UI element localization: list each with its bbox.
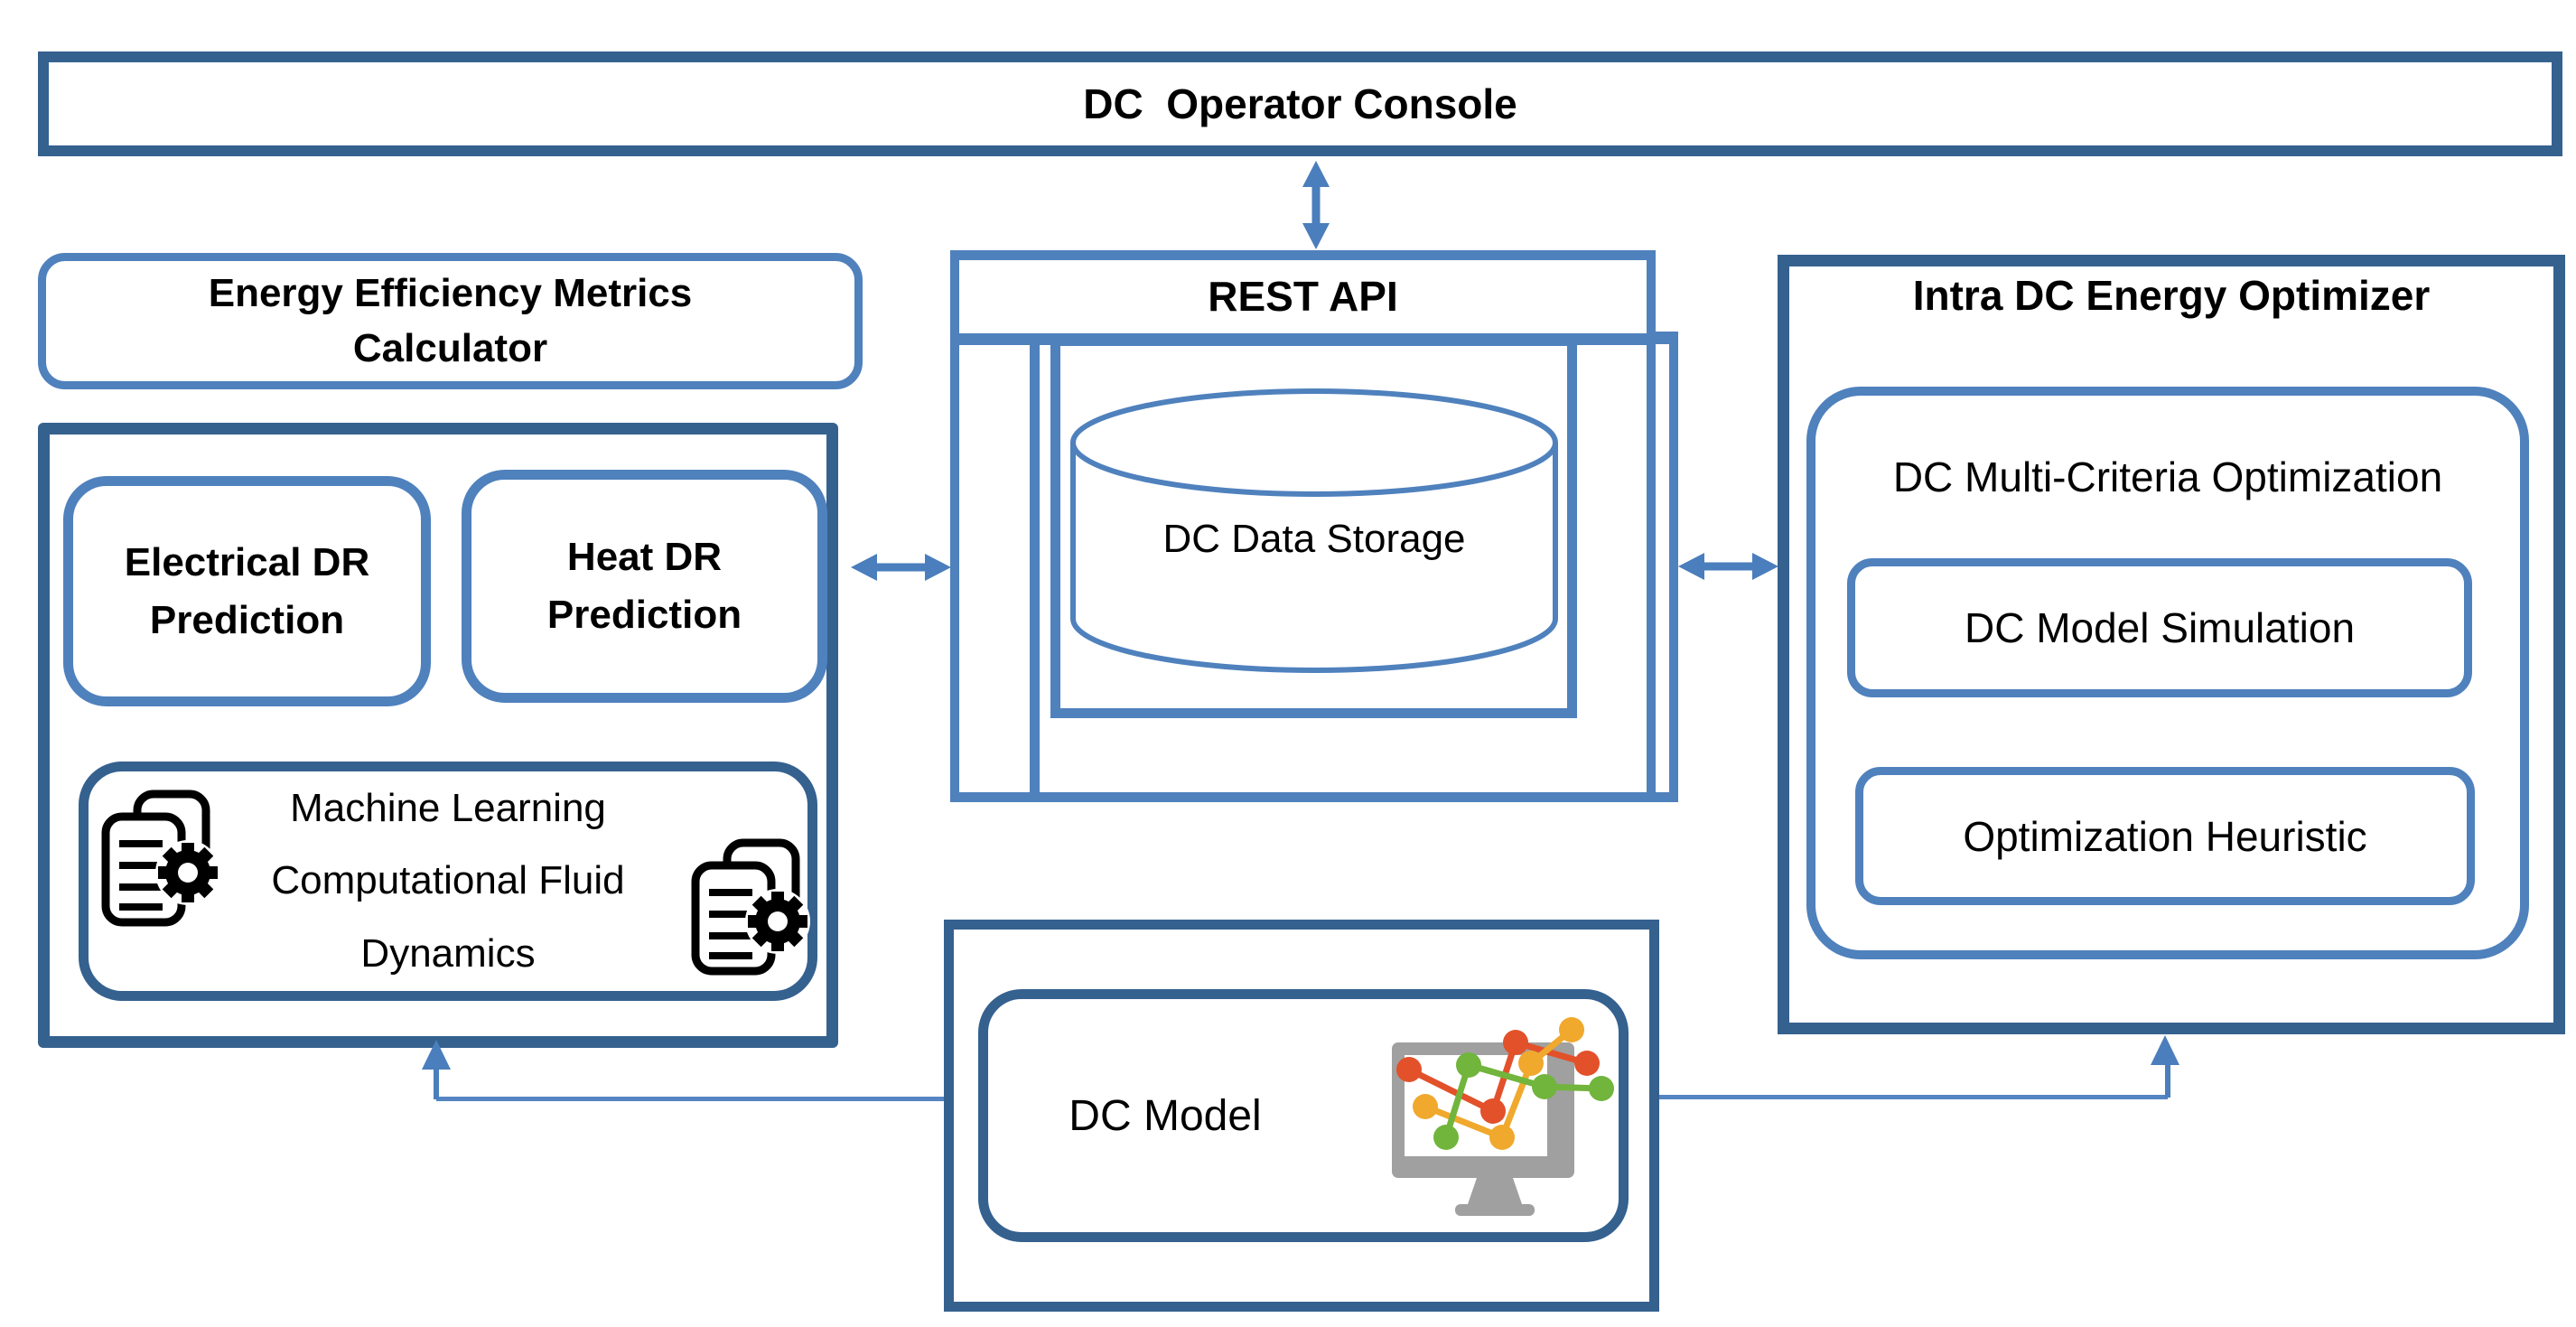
- ml-cfd-line2: Computational Fluid: [271, 858, 625, 903]
- intra-dc-energy-optimizer-title: Intra DC Energy Optimizer: [1912, 272, 2431, 319]
- bidirectional-arrow-eemc-rest: [851, 554, 951, 581]
- dc-multi-criteria-optimization-box: [1806, 387, 2529, 959]
- optimization-heuristic-box: Optimization Heuristic: [1855, 767, 2475, 905]
- connector-dcmodel-to-eemc-vertical: [434, 1069, 439, 1099]
- dc-multi-criteria-optimization-label: DC Multi-Criteria Optimization: [1892, 453, 2443, 500]
- bidirectional-arrow-rest-optimizer: [1678, 553, 1778, 580]
- dc-operator-console-box: DC Operator Console: [38, 51, 2562, 156]
- dc-model-outer-box: [944, 920, 1659, 1312]
- rest-api-frame-step: [1656, 332, 1669, 344]
- heat-dr-prediction-box: Heat DR Prediction: [462, 470, 827, 703]
- energy-efficiency-metrics-calculator-box: Energy Efficiency Metrics Calculator: [38, 253, 863, 389]
- dc-model-box: [978, 989, 1629, 1242]
- ml-cfd-line1: Machine Learning: [290, 786, 606, 831]
- rest-api-frame-right-outer: [1669, 332, 1678, 802]
- connector-dcmodel-to-optimizer-vertical: [2165, 1064, 2170, 1098]
- document-gear-icon: [101, 790, 220, 927]
- connector-dcmodel-to-optimizer-horizontal: [1659, 1095, 2168, 1099]
- dc-model-label: DC Model: [1069, 1091, 1262, 1140]
- dc-model-simulation-box: DC Model Simulation: [1847, 558, 2472, 697]
- electrical-dr-prediction-box: Electrical DR Prediction: [63, 476, 431, 706]
- bidirectional-arrow-console-rest: [1302, 161, 1330, 249]
- rest-api-frame-bottom: [950, 792, 1678, 802]
- database-cylinder-icon: [1070, 388, 1558, 673]
- ml-cfd-box: Machine Learning Computational Fluid Dyn…: [79, 762, 817, 1001]
- heat-dr-line1: Heat DR: [566, 535, 723, 580]
- connector-arrowhead-eemc: [422, 1040, 451, 1070]
- rest-api-left-pillar: [1030, 333, 1040, 802]
- eemc-label-line1: Energy Efficiency Metrics: [208, 270, 693, 315]
- monitor-chart-icon: [1392, 1017, 1614, 1216]
- electrical-dr-line1: Electrical DR: [124, 539, 370, 584]
- rest-api-frame-right-inner: [1647, 250, 1656, 802]
- electrical-dr-line2: Prediction: [149, 597, 345, 642]
- rest-api-frame-left: [950, 250, 959, 802]
- dc-data-storage-label: DC Data Storage: [1162, 517, 1466, 561]
- document-gear-icon: [691, 838, 810, 976]
- connector-dcmodel-to-eemc-horizontal: [436, 1097, 944, 1101]
- dc-operator-console-label: DC Operator Console: [1083, 80, 1517, 127]
- connector-arrowhead-optimizer: [2151, 1035, 2179, 1065]
- eemc-label-line2: Calculator: [352, 325, 548, 370]
- ml-cfd-line3: Dynamics: [360, 930, 536, 976]
- rest-api-title: REST API: [1208, 273, 1398, 320]
- intra-dc-energy-optimizer-box: [1778, 255, 2565, 1034]
- rest-api-frame-top: [950, 250, 1656, 260]
- heat-dr-line2: Prediction: [546, 593, 742, 637]
- rest-api-storage-cell: [1050, 336, 1577, 718]
